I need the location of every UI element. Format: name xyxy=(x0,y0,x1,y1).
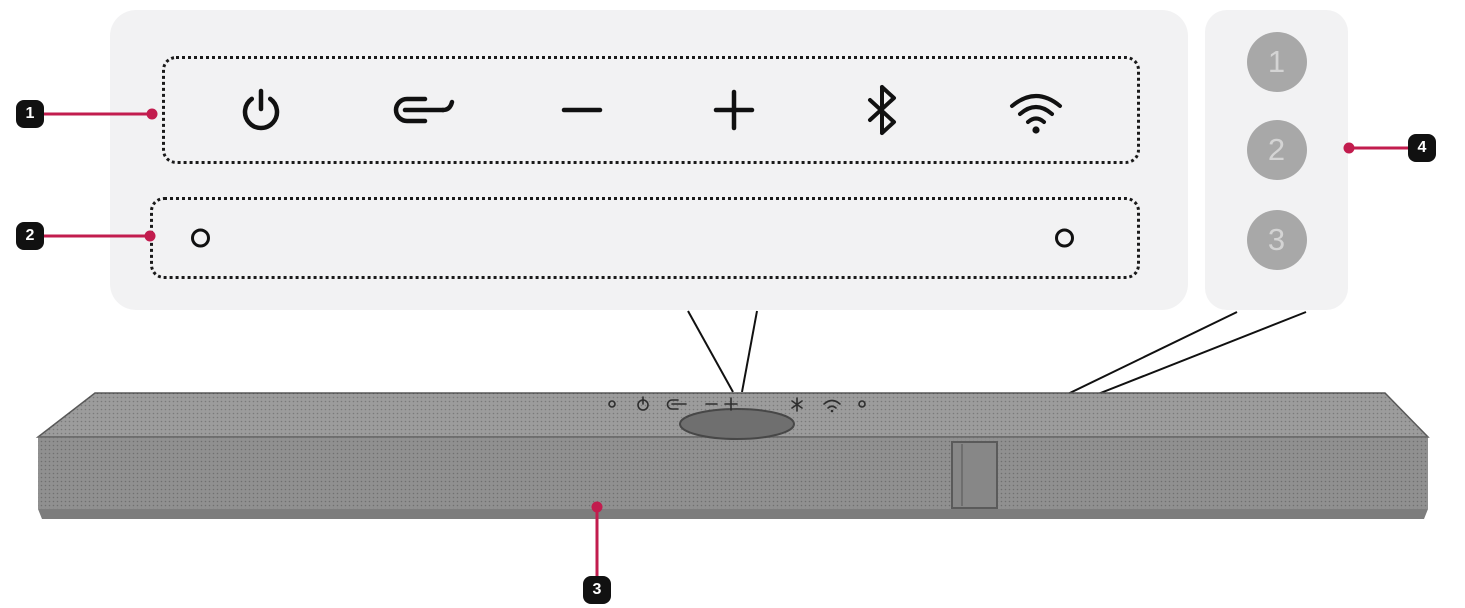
callout-badge-4: 4 xyxy=(1408,134,1436,162)
preset-button-3: 3 xyxy=(1246,210,1307,270)
preset-button-2: 2 xyxy=(1246,120,1307,180)
power-icon xyxy=(237,86,285,134)
callout-badge-1-label: 1 xyxy=(25,105,35,122)
mic-hole-icon xyxy=(1055,228,1074,248)
microphone-region xyxy=(150,197,1140,279)
callout-badge-3-label: 3 xyxy=(592,581,602,598)
preset-button-1-label: 1 xyxy=(1267,44,1286,79)
volume-down-icon xyxy=(558,86,606,134)
callout-badge-4-label: 4 xyxy=(1417,139,1427,156)
callout-badge-3: 3 xyxy=(583,576,611,604)
preset-button-1: 1 xyxy=(1246,32,1307,92)
touch-controls-region xyxy=(162,56,1140,164)
volume-up-icon xyxy=(710,86,758,134)
callout-badge-1: 1 xyxy=(16,100,44,128)
preset-buttons-callout-panel: 1 2 3 xyxy=(1205,10,1348,310)
bluetooth-icon xyxy=(861,83,903,137)
preset-button-2-label: 2 xyxy=(1267,132,1286,167)
mic-hole-icon xyxy=(191,228,210,248)
input-icon xyxy=(389,86,455,134)
top-controls-callout-panel xyxy=(110,10,1188,310)
wifi-icon xyxy=(1007,85,1065,135)
preset-button-3-label: 3 xyxy=(1267,222,1286,257)
callout-badge-2-label: 2 xyxy=(25,227,35,244)
callout-badge-2: 2 xyxy=(16,222,44,250)
